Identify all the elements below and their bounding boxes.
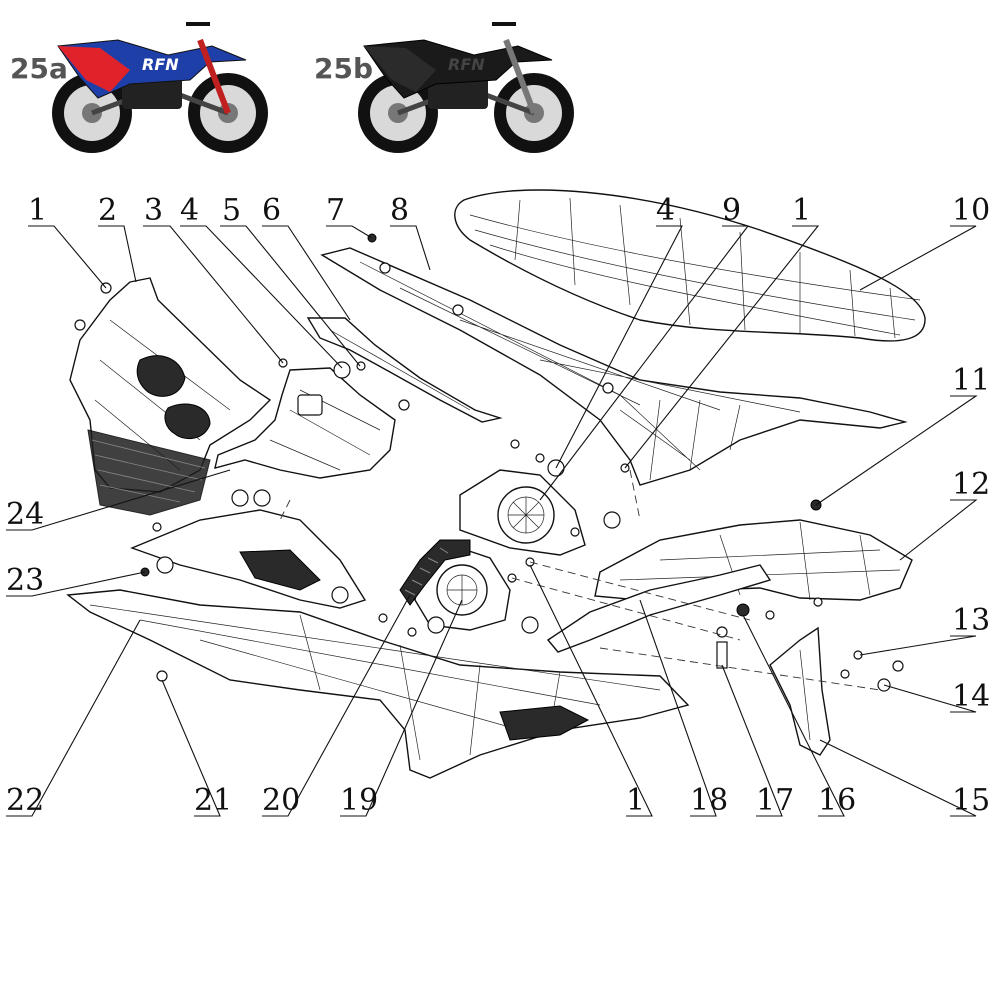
callout-7: 7: [326, 193, 345, 228]
part-fender-support[interactable]: [546, 564, 772, 653]
variant-25a-thumbnail[interactable]: 25a RFN: [10, 22, 268, 153]
callout-19: 19: [340, 783, 378, 818]
dirt-bike-25b-image: RFN: [358, 22, 574, 153]
callout-labels: 1 2 3 4 5 6 7 8 4 9 1 10 11 12 13 14 15: [6, 193, 990, 818]
part-spring-strap[interactable]: [399, 539, 471, 606]
bolt-icon: [156, 670, 168, 682]
part-side-body-panel[interactable]: [66, 589, 690, 779]
part-rear-upper-cover[interactable]: [320, 247, 908, 486]
dirt-bike-25a-image: RFN: [52, 22, 268, 153]
callout-24: 24: [6, 497, 44, 532]
bolt-icon: [765, 610, 775, 620]
callout-10: 10: [952, 193, 990, 228]
bolt-icon: [74, 319, 86, 331]
callout-21: 21: [194, 783, 232, 818]
part-front-side-panel[interactable]: [69, 277, 272, 516]
bolt-icon: [152, 522, 162, 532]
part-lower-frame-cover[interactable]: [130, 509, 367, 609]
callout-9: 9: [722, 193, 741, 228]
callout-2: 2: [98, 193, 117, 228]
nut-icon: [892, 660, 904, 672]
grommet-icon: [427, 616, 445, 634]
callout-1-bottom: 1: [626, 783, 645, 818]
nut-icon: [736, 603, 750, 617]
variant-25b-label: 25b: [314, 52, 373, 85]
callout-12: 12: [952, 467, 990, 502]
callout-15: 15: [952, 783, 990, 818]
bolt-icon: [813, 597, 823, 607]
bolt-icon: [716, 641, 728, 669]
callout-18: 18: [690, 783, 728, 818]
hardware-fasteners: [74, 233, 904, 692]
part-fan-housing-upper[interactable]: [459, 469, 586, 556]
part-airbox-bracket[interactable]: [214, 367, 396, 479]
callout-1-right: 1: [792, 193, 811, 228]
callout-14: 14: [952, 679, 990, 714]
part-rear-flap[interactable]: [769, 626, 831, 756]
bolt-icon: [840, 669, 850, 679]
variant-25b-thumbnail[interactable]: 25b RFN: [314, 22, 574, 153]
bolt-icon: [398, 399, 410, 411]
grommet-icon: [253, 489, 271, 507]
callout-20: 20: [262, 783, 300, 818]
grommet-icon: [333, 361, 351, 379]
callout-5: 5: [222, 193, 241, 228]
grommet-icon: [521, 616, 539, 634]
part-rear-fender[interactable]: [594, 519, 913, 601]
radiator-grille: [87, 429, 211, 516]
callout-6: 6: [262, 193, 281, 228]
grommet-icon: [231, 489, 249, 507]
callout-22: 22: [6, 783, 44, 818]
washer-icon: [716, 626, 728, 638]
assembly-alignment-lines: [279, 469, 881, 691]
callout-4: 4: [180, 193, 199, 228]
callout-3: 3: [144, 193, 163, 228]
callout-23: 23: [6, 563, 44, 598]
bolt-icon: [407, 627, 417, 637]
bolt-icon: [507, 573, 517, 583]
callout-1: 1: [28, 193, 47, 228]
callout-8: 8: [390, 193, 409, 228]
part-seat[interactable]: [454, 189, 926, 342]
bolt-icon: [570, 527, 580, 537]
bolt-icon: [535, 453, 545, 463]
bolt-icon: [510, 439, 520, 449]
graphic-text-25b: RFN: [448, 55, 485, 74]
variant-25a-label: 25a: [10, 52, 68, 85]
callout-17: 17: [756, 783, 794, 818]
bolt-icon: [378, 613, 388, 623]
callout-13: 13: [952, 603, 990, 638]
callout-11: 11: [952, 363, 990, 398]
grommet-icon: [603, 511, 621, 529]
callout-16: 16: [818, 783, 856, 818]
callout-4-right: 4: [656, 193, 675, 228]
graphic-text-25a: RFN: [142, 55, 179, 74]
